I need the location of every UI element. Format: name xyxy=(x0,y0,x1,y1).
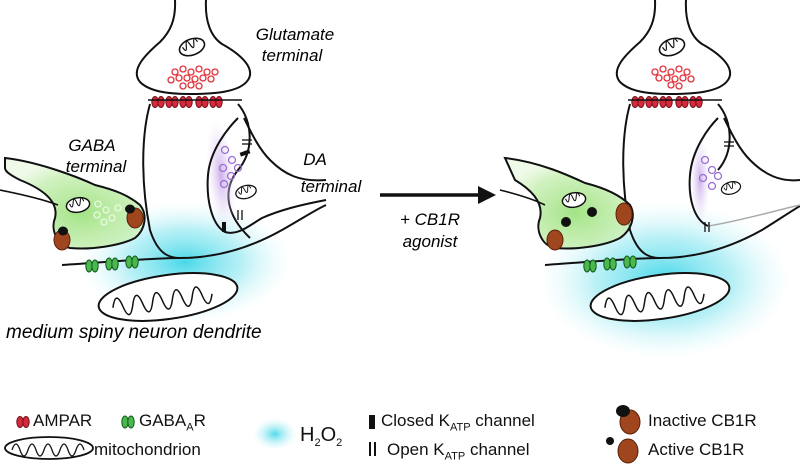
gaba-label-line2: terminal xyxy=(66,157,128,176)
ampar-row-right xyxy=(631,96,703,108)
spine-neck-right-left xyxy=(227,103,251,239)
h2o2-o: O xyxy=(320,424,337,446)
active-cb1r-icon xyxy=(606,437,639,464)
dendrite-label: medium spiny neuron dendrite xyxy=(6,322,262,343)
legend-gabaar-label: GABAAR xyxy=(139,411,206,433)
legend-open-katp-label: Open KATP channel xyxy=(387,440,530,462)
closed-katp-left-a xyxy=(239,149,251,157)
open-katp-icon xyxy=(369,442,376,456)
cb1r-inactive-left-a xyxy=(53,226,71,251)
agonist-label-line1: + CB1R xyxy=(400,210,460,229)
closed-katp-sub: ATP xyxy=(449,421,471,434)
legend-inactive-cb1r-label: Inactive CB1R xyxy=(648,411,757,430)
glutamate-vesicles-left xyxy=(167,65,219,90)
left-panel xyxy=(0,0,327,322)
gaba-vesicles-left xyxy=(93,200,122,226)
h2o2-cloud-icon xyxy=(253,418,297,450)
ampar-row-left xyxy=(151,96,223,108)
spine-neck-left xyxy=(142,103,181,259)
gabaar-sub: A xyxy=(186,421,194,434)
gabaar-main: GABA xyxy=(139,411,187,430)
closed-katp-post: channel xyxy=(470,411,535,430)
cb1r-active-right-a xyxy=(546,229,564,251)
gabaar-tail: R xyxy=(193,411,206,430)
legend-active-cb1r-label: Active CB1R xyxy=(648,440,745,459)
right-panel xyxy=(499,0,800,358)
open-katp-post: channel xyxy=(465,440,530,459)
cb1r-active-right-b xyxy=(615,202,633,226)
da-vesicles-left xyxy=(218,145,243,189)
glutamate-label-line2: terminal xyxy=(262,46,324,65)
agonist-label-line2: agonist xyxy=(403,232,459,251)
open-katp-pre: Open K xyxy=(387,440,445,459)
mitochondrion-left xyxy=(97,272,239,322)
legend-h2o2-label: H2O2 xyxy=(300,424,342,449)
gaba-label-line1: GABA xyxy=(68,136,115,155)
mitochondrion-right xyxy=(589,272,731,322)
legend xyxy=(4,405,641,464)
legend-closed-katp-label: Closed KATP channel xyxy=(381,411,535,433)
inactive-cb1r-icon xyxy=(616,405,641,435)
closed-katp-pre: Closed K xyxy=(381,411,450,430)
da-label-line1: DA xyxy=(303,150,327,169)
closed-katp-icon xyxy=(369,415,375,429)
legend-mitochondrion-label: mitochondrion xyxy=(94,440,201,459)
mitochondrion-icon xyxy=(4,436,94,460)
closed-katp-left-b xyxy=(222,222,226,232)
dendrite-outline-left xyxy=(61,204,327,266)
cb1r-inactive-left-b xyxy=(125,204,144,229)
h2o2-sub-b: 2 xyxy=(336,437,343,449)
legend-ampar-label: AMPAR xyxy=(33,411,93,430)
gabaar-icon xyxy=(121,415,135,429)
open-katp-sub: ATP xyxy=(444,450,466,463)
da-label-line2: terminal xyxy=(301,177,363,196)
h2o2-h: H xyxy=(300,424,315,446)
arrow-right-icon xyxy=(380,186,496,204)
glutamate-label-line1: Glutamate xyxy=(256,25,334,44)
h2o2-sub-a: 2 xyxy=(314,437,321,449)
ampar-icon xyxy=(16,416,30,428)
